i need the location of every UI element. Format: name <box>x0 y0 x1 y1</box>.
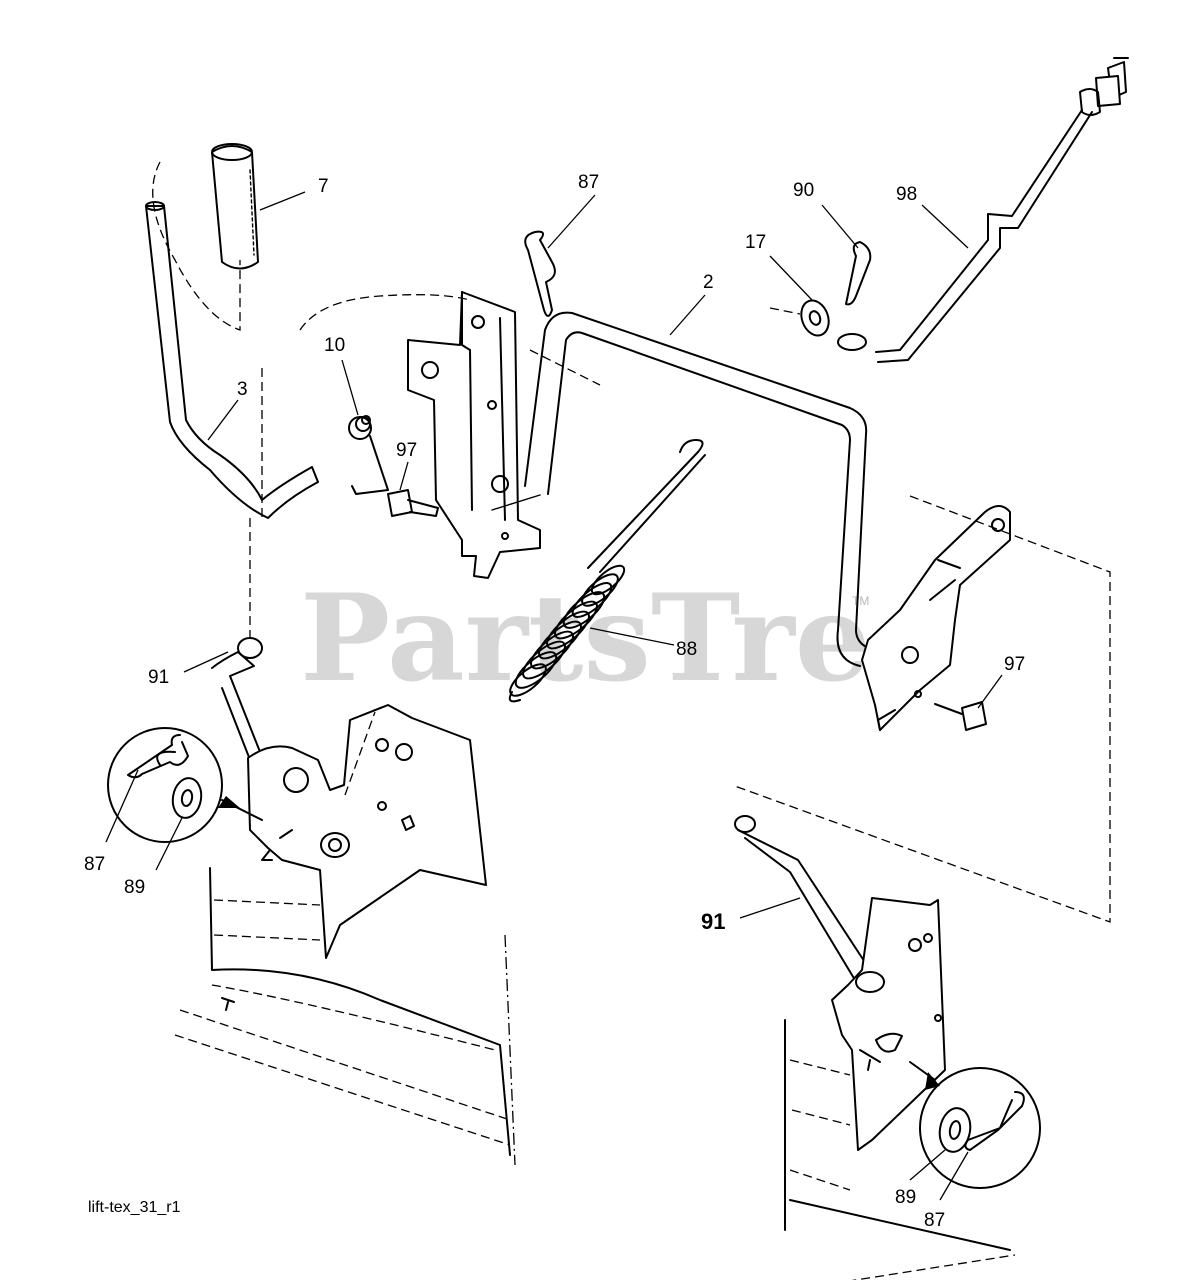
callout-labels: 7 87 90 98 17 2 10 3 97 88 97 91 87 89 9… <box>84 172 1025 1231</box>
part-bolt-right <box>934 701 987 731</box>
part-grip <box>152 143 259 331</box>
part-cotter-pin <box>845 241 872 306</box>
callout-97-right: 97 <box>1004 654 1025 675</box>
part-extension-spring <box>508 439 706 703</box>
detail-circle-left <box>107 727 263 843</box>
part-lift-link-left <box>211 637 265 771</box>
part-lift-link-right <box>734 815 1016 1280</box>
frame-outline-right <box>731 495 1111 923</box>
callout-87-right: 87 <box>924 1210 945 1231</box>
part-lift-lever <box>145 201 319 640</box>
callout-17: 17 <box>745 232 766 253</box>
callout-98: 98 <box>896 184 917 205</box>
watermark-brand: PartsTree <box>300 568 947 709</box>
callout-91-left: 91 <box>148 667 169 688</box>
drawing-id-label: lift-tex_31_r1 <box>88 1199 181 1216</box>
part-torsion-spring <box>348 415 389 495</box>
callout-7: 7 <box>318 176 329 197</box>
watermark-trademark: TM <box>852 594 869 608</box>
part-washer-17 <box>769 299 830 337</box>
callout-87-left: 87 <box>84 854 105 875</box>
part-lift-shaft <box>491 311 879 667</box>
callout-2: 2 <box>703 272 714 293</box>
part-center-bracket <box>261 291 541 579</box>
callout-90: 90 <box>793 180 814 201</box>
watermark: PartsTree TM <box>300 568 947 709</box>
callout-97-left: 97 <box>396 440 417 461</box>
callout-87-top: 87 <box>578 172 599 193</box>
callout-89-left: 89 <box>124 877 145 898</box>
callout-10: 10 <box>324 335 345 356</box>
callout-89-right: 89 <box>895 1187 916 1208</box>
callout-91-right: 91 <box>701 909 725 934</box>
detail-circle-right <box>909 1061 1041 1189</box>
callout-3: 3 <box>237 379 248 400</box>
part-bolt-left <box>387 489 439 517</box>
part-right-bracket <box>861 505 1011 731</box>
callout-88: 88 <box>676 639 697 660</box>
part-lower-left-assembly <box>174 704 516 1166</box>
part-link-rod <box>837 57 1129 363</box>
leader-lines <box>105 191 1003 1201</box>
part-hairpin-clip-top <box>524 230 556 317</box>
